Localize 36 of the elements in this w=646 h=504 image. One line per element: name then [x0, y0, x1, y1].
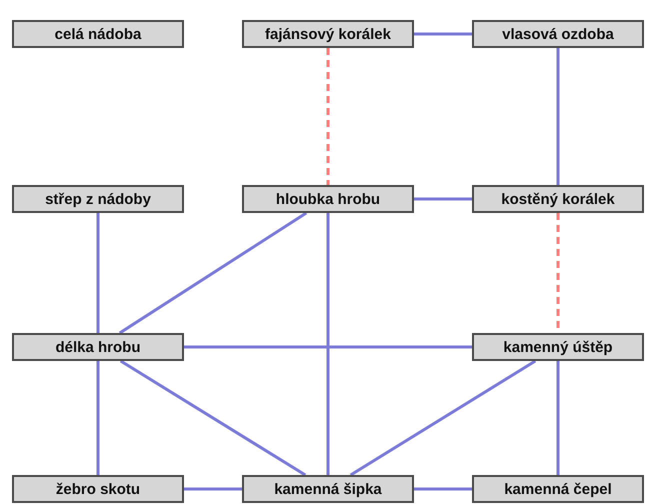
node-label: kamenná šipka	[274, 480, 382, 498]
node-box	[12, 475, 184, 503]
connector-line	[120, 360, 306, 476]
node-label: vlasová ozdoba	[502, 26, 614, 42]
connector-line	[96, 213, 100, 333]
node-box	[242, 20, 414, 48]
node-box	[472, 185, 644, 213]
node-box	[242, 475, 414, 503]
node-box	[472, 475, 644, 503]
dashed-connector	[326, 48, 330, 185]
connector-line	[414, 488, 472, 490]
connector-line	[96, 361, 100, 475]
node-label: kamenná čepel	[504, 480, 612, 498]
connector-line	[556, 48, 560, 185]
connector-line	[184, 346, 472, 348]
node-label: střep z nádoby	[45, 190, 151, 208]
node-label: délka hrobu	[55, 338, 140, 356]
connector-line	[556, 361, 560, 475]
connector-line	[326, 213, 330, 475]
node-box	[472, 333, 644, 361]
node-label: hloubka hrobu	[276, 190, 380, 208]
node-box	[12, 333, 184, 361]
node-box	[472, 20, 644, 48]
node-label: kamenný úštěp	[503, 338, 613, 356]
connector-line	[350, 360, 536, 476]
node-label: celá nádoba	[54, 26, 142, 42]
node-box	[12, 20, 184, 48]
connector-line	[118, 212, 308, 334]
node-box	[242, 185, 414, 213]
connector-line	[414, 32, 472, 36]
node-label: žebro skotu	[56, 480, 140, 498]
node-label: fajánsový korálek	[265, 26, 391, 42]
connector-line	[184, 488, 242, 490]
node-label: kostěný korálek	[501, 190, 615, 208]
connector-line	[414, 198, 472, 200]
node-box	[12, 185, 184, 213]
